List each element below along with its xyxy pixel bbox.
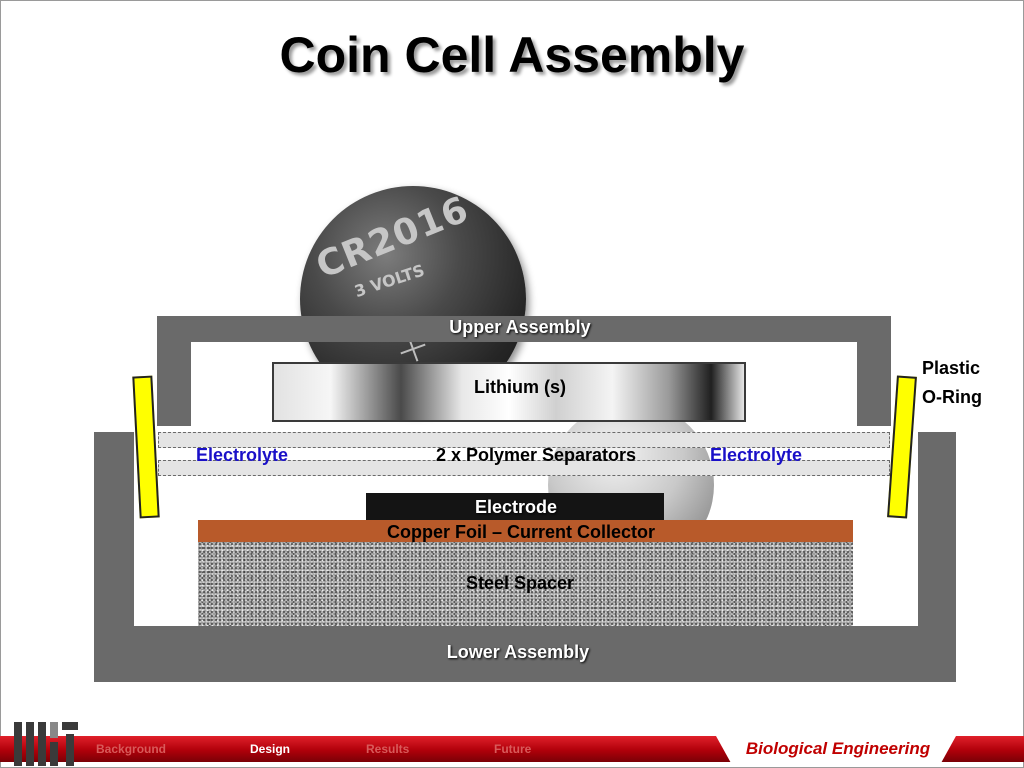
copper-foil-layer bbox=[198, 520, 853, 542]
lithium-layer bbox=[272, 362, 746, 422]
nav-design[interactable]: Design bbox=[250, 742, 291, 756]
copper-foil-label: Copper Foil – Current Collector bbox=[386, 522, 656, 542]
slide-title: Coin Cell Assembly bbox=[279, 27, 745, 83]
steel-spacer-label: Steel Spacer bbox=[465, 573, 575, 593]
electrolyte-right-label: Electrolyte bbox=[710, 445, 803, 465]
department-label: Biological Engineering bbox=[745, 739, 931, 758]
electrolyte-left-label: Electrolyte bbox=[196, 445, 289, 465]
mit-logo-icon bbox=[14, 722, 78, 766]
steel-spacer-layer bbox=[198, 542, 853, 626]
electrode-label: Electrode bbox=[474, 497, 558, 517]
lithium-label: Lithium (s) bbox=[474, 377, 566, 397]
polymer-separators-label: 2 x Polymer Separators bbox=[435, 445, 637, 465]
nav-results[interactable]: Results bbox=[366, 742, 410, 756]
upper-assembly-label: Upper Assembly bbox=[449, 317, 591, 337]
upper-assembly-top bbox=[157, 316, 891, 342]
polymer-separator-1 bbox=[158, 432, 890, 448]
nav-future[interactable]: Future bbox=[494, 742, 532, 756]
electrode-layer bbox=[366, 493, 664, 521]
lower-assembly-base bbox=[94, 626, 956, 682]
upper-assembly-right-wall bbox=[857, 316, 891, 426]
footer-department-tab bbox=[716, 736, 956, 762]
plastic-oring-label-line1: Plastic bbox=[922, 358, 981, 378]
plastic-oring-label-line2: O-Ring bbox=[922, 387, 982, 407]
lower-assembly-label: Lower Assembly bbox=[446, 642, 590, 662]
nav-background[interactable]: Background bbox=[96, 742, 167, 756]
upper-assembly-left-wall bbox=[157, 316, 191, 426]
